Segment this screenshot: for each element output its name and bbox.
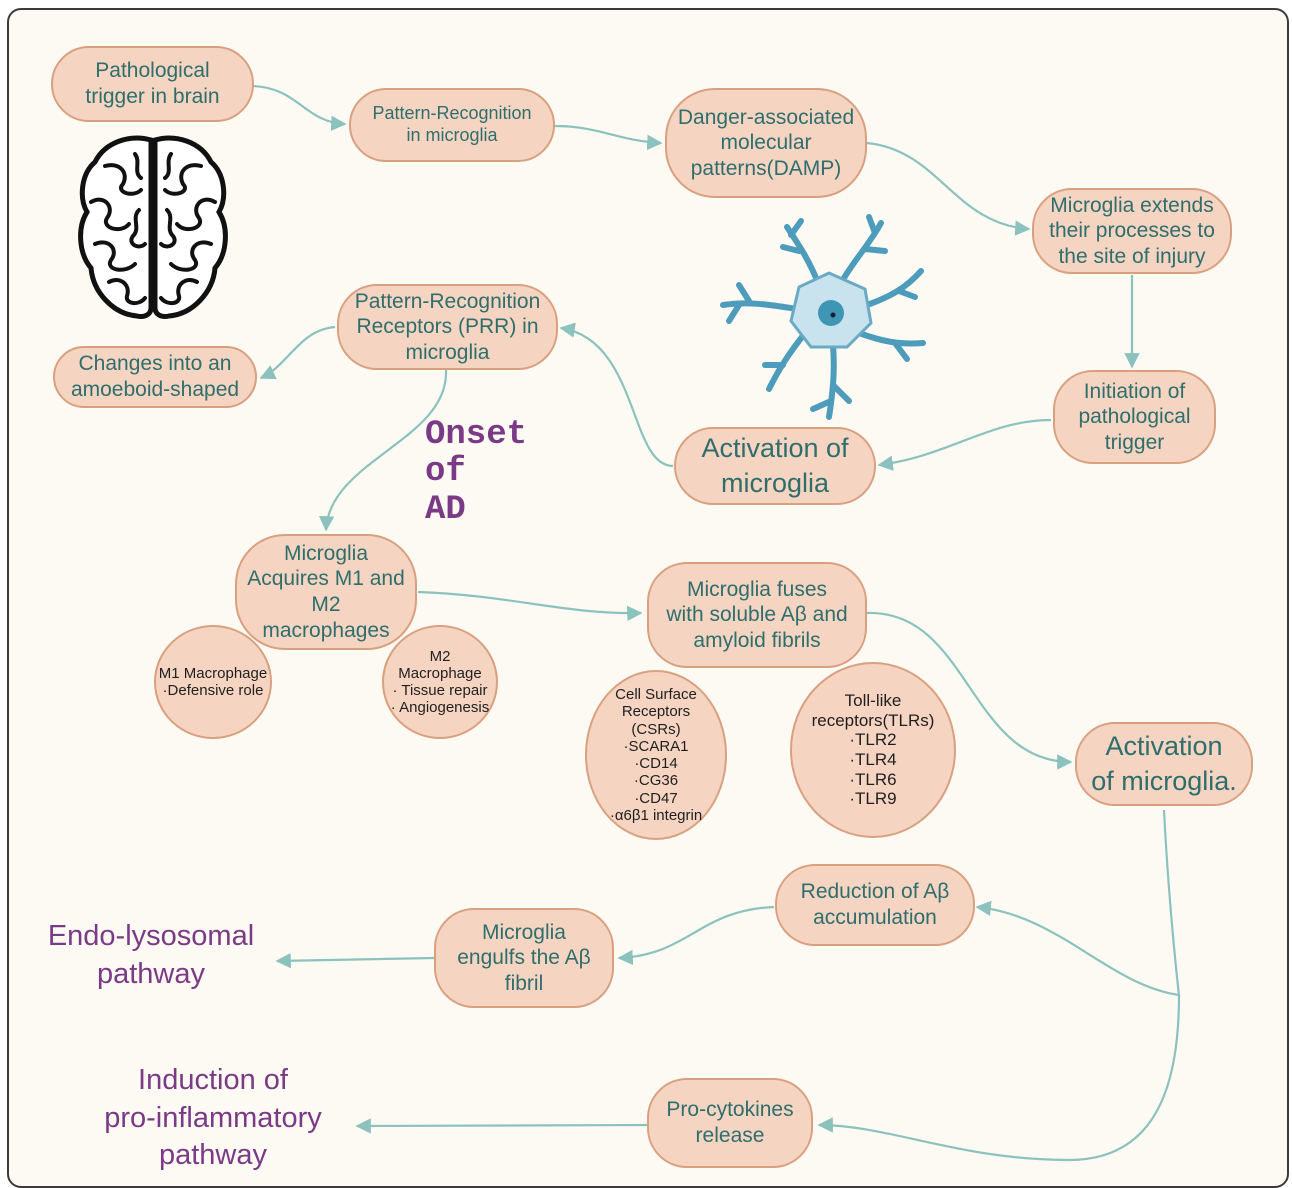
arrow-reduction-to-engulfs — [617, 905, 775, 966]
arrow-activation2-to-cytokines — [817, 994, 1181, 1162]
node-m2-macrophage: M2 Macrophage · Tissue repair · Angiogen… — [382, 625, 498, 739]
node-extends-processes: Microglia extends their processes to the… — [1032, 188, 1232, 274]
node-prr: Pattern-Recognition Receptors (PRR) in m… — [337, 284, 558, 370]
diagram-frame: Pathological trigger in brain Pattern-Re… — [7, 8, 1289, 1188]
node-tlr: Toll-like receptors(TLRs) ·TLR2 ·TLR4 ·T… — [790, 662, 956, 838]
onset-of-ad-label: Onset of AD — [425, 416, 528, 529]
node-csr: Cell Surface Receptors (CSRs) ·SCARA1 ·C… — [585, 670, 727, 840]
brain-icon — [78, 135, 228, 319]
node-activation-2: Activation of microglia. — [1075, 722, 1253, 806]
node-pathological-trigger: Pathological trigger in brain — [51, 46, 254, 122]
node-activation-1: Activation of microglia — [674, 427, 876, 505]
arrow-m1m2-to-fuses — [417, 590, 643, 622]
arrow-recognition-to-damp — [554, 124, 663, 151]
node-engulfs: Microglia engulfs the Aβ fibril — [434, 908, 614, 1008]
node-pattern-recognition: Pattern-Recognition in microglia — [349, 88, 555, 162]
node-fuses: Microglia fuses with soluble Aβ and amyl… — [647, 562, 867, 668]
node-amoeboid: Changes into an amoeboid-shaped — [53, 346, 257, 408]
arrow-trigger-to-recognition — [252, 84, 347, 132]
arrow-cytokines-to-inflammatory — [355, 1118, 648, 1134]
outcome-pro-inflammatory: Induction of pro-inflammatory pathway — [104, 1064, 322, 1172]
arrow-initiation-to-activation — [877, 418, 1052, 471]
node-m1-macrophage: M1 Macrophage ·Defensive role — [154, 625, 272, 739]
arrow-activation2-to-reduction — [975, 809, 1181, 997]
node-cytokines: Pro-cytokines release — [647, 1078, 813, 1168]
arrow-prr-to-m1m2 — [318, 369, 448, 532]
node-damp: Danger-associated molecular patterns(DAM… — [665, 88, 867, 198]
arrow-engulfs-to-endo — [275, 953, 435, 969]
arrow-prr-to-amoeboid — [259, 325, 336, 380]
arrow-damp-to-extends — [866, 141, 1031, 236]
outcome-endo-lysosomal: Endo-lysosomal pathway — [47, 920, 255, 990]
node-initiation: Initiation of pathological trigger — [1053, 370, 1216, 464]
arrow-activation-to-prr — [559, 322, 674, 468]
node-reduction: Reduction of Aβ accumulation — [775, 864, 975, 946]
arrow-fuses-to-activation2 — [866, 611, 1073, 770]
node-m1-m2: Microglia Acquires M1 and M2 macrophages — [235, 534, 417, 650]
connector-layer — [252, 84, 1181, 1162]
microglia-cell-icon — [720, 214, 926, 420]
